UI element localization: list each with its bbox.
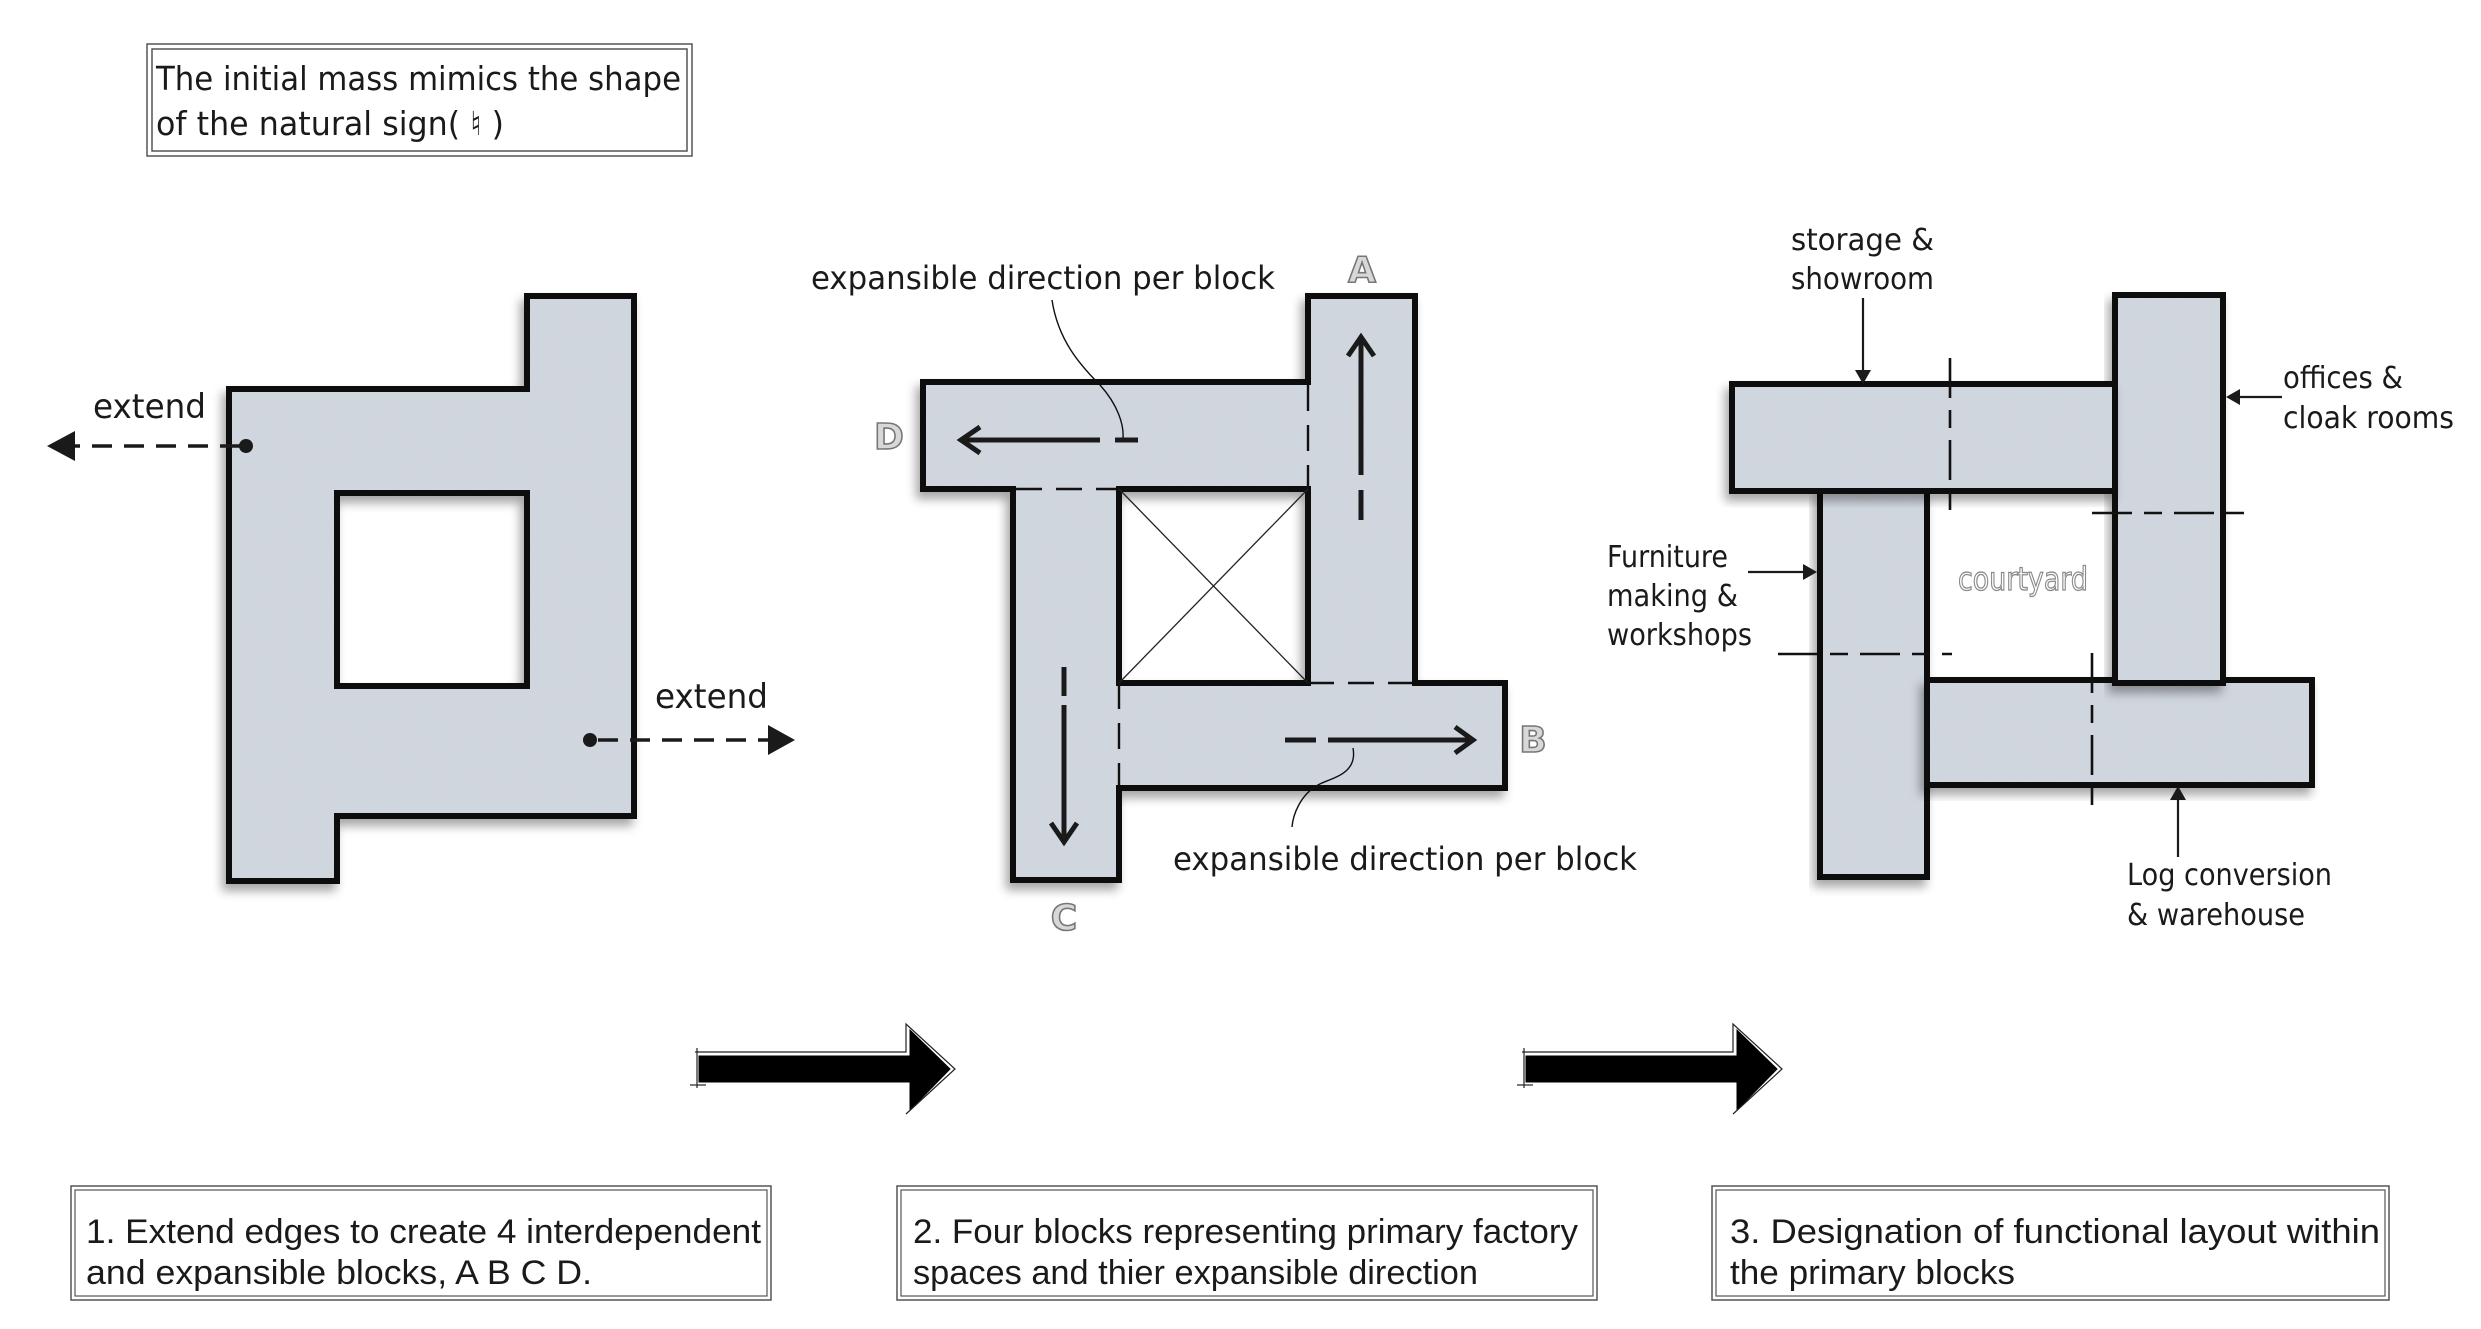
block-label-d: D [874, 417, 904, 458]
leader-line-top [1051, 299, 1124, 439]
caption-2-line2: spaces and thier expansible direction [913, 1254, 1478, 1292]
block-label-c: C [1051, 898, 1077, 939]
caption-2-line1: 2. Four blocks representing primary fact… [913, 1213, 1578, 1251]
extend-right-origin-dot [583, 733, 597, 747]
direction-arrow-d [956, 424, 1138, 456]
leader-line-bottom [1291, 747, 1355, 828]
label-furniture-line2: making & [1607, 579, 1738, 614]
extend-left-label: extend [93, 387, 206, 427]
annotation-expansible-top: expansible direction per block [811, 259, 1275, 297]
step2-four-blocks: A B C D expansible direction per block e… [811, 249, 1637, 940]
label-furniture-line3: workshops [1607, 618, 1752, 653]
caption-box-1: 1. Extend edges to create 4 interdepende… [70, 1185, 772, 1301]
caption-box-2: 2. Four blocks representing primary fact… [896, 1185, 1598, 1301]
block-pinwheel-outline [920, 293, 1508, 883]
title-note-line1: The initial mass mimics the shape [155, 59, 681, 98]
label-log-line2: & warehouse [2127, 898, 2305, 933]
caption-1-line2: and expansible blocks, A B C D. [86, 1254, 592, 1292]
courtyard-cross-line [1118, 488, 1309, 684]
arrow-right-icon [1803, 564, 1817, 580]
label-offices-line2: cloak rooms [2283, 401, 2454, 436]
courtyard-label: courtyard [1958, 560, 2088, 598]
direction-arrow-c [1048, 667, 1080, 847]
label-storage-line2: showroom [1791, 262, 1934, 297]
process-arrow-2 [1517, 1022, 1783, 1115]
title-note-line2: of the natural sign( ♮ ) [156, 104, 504, 143]
label-furniture-line1: Furniture [1607, 540, 1728, 575]
arrow-right-icon [768, 725, 795, 755]
process-arrow-1 [690, 1022, 956, 1115]
caption-3-line2: the primary blocks [1730, 1254, 2015, 1292]
title-note-box: The initial mass mimics the shape of the… [146, 43, 693, 157]
block-storage-showroom [1729, 381, 2118, 494]
direction-arrow-a [1345, 332, 1377, 520]
block-label-a: A [1348, 250, 1376, 291]
block-label-b: B [1519, 720, 1546, 761]
step1-initial-mass: extend extend [47, 293, 795, 884]
step3-functional-layout: courtyard storage & showroom offices & c… [1607, 223, 2454, 933]
extend-right-label: extend [655, 677, 768, 717]
label-storage-line1: storage & [1791, 223, 1934, 258]
annotation-expansible-bottom: expansible direction per block [1173, 840, 1637, 878]
label-offices-line1: offices & [2283, 361, 2403, 396]
caption-box-3: 3. Designation of functional layout with… [1711, 1185, 2390, 1301]
arrow-left-icon [47, 431, 75, 461]
caption-1-line1: 1. Extend edges to create 4 interdepende… [86, 1213, 762, 1251]
arrow-left-icon [2226, 389, 2240, 405]
label-log-line1: Log conversion [2127, 858, 2332, 893]
natural-sign-mass [226, 293, 637, 884]
arrow-down-icon [1855, 370, 1871, 384]
extend-left-origin-dot [239, 439, 253, 453]
block-offices [2112, 292, 2226, 686]
block-log-warehouse [1924, 677, 2315, 788]
direction-arrow-b [1285, 724, 1478, 756]
block-furniture-workshops [1817, 488, 1930, 880]
arrow-up-icon [2170, 786, 2186, 800]
caption-3-line1: 3. Designation of functional layout with… [1730, 1213, 2380, 1251]
